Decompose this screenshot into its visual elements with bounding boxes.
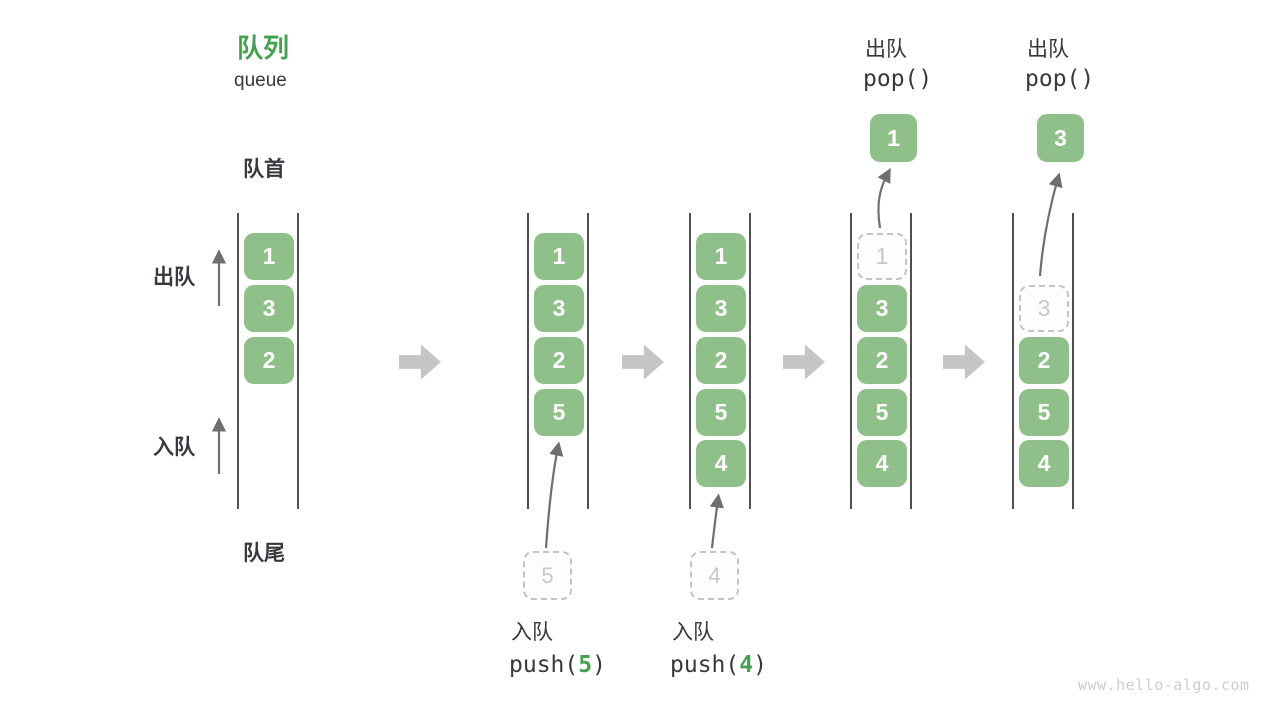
queue-column-state1: 1 3 2 bbox=[237, 213, 299, 509]
figure-title-zh: 队列 bbox=[237, 33, 290, 63]
push4-label: 入队 bbox=[672, 621, 714, 644]
push5-staging-box: 5 bbox=[523, 551, 572, 600]
queue-item: 2 bbox=[1019, 337, 1069, 384]
pop1-label: 出队 bbox=[865, 38, 907, 61]
queue-item: 3 bbox=[244, 285, 294, 332]
queue-item: 4 bbox=[696, 440, 746, 487]
push4-code-pre: push( bbox=[670, 652, 740, 678]
queue-item: 5 bbox=[857, 389, 907, 436]
figure-title-en: queue bbox=[234, 70, 287, 91]
queue-item: 3 bbox=[696, 285, 746, 332]
push5-code: push(5) bbox=[509, 652, 606, 678]
push4-code-post: ) bbox=[753, 652, 767, 678]
push5-label: 入队 bbox=[511, 621, 553, 644]
pop1-result-box: 1 bbox=[870, 114, 917, 162]
queue-rear-label: 队尾 bbox=[243, 542, 285, 565]
watermark: www.hello-algo.com bbox=[1078, 676, 1250, 694]
queue-column-state2: 1 3 2 5 bbox=[527, 213, 589, 509]
pop2-code: pop() bbox=[1025, 66, 1095, 92]
right-block-arrow-icon bbox=[622, 344, 664, 380]
queue-item: 4 bbox=[1019, 440, 1069, 487]
queue-item-ghost: 3 bbox=[1019, 285, 1069, 332]
queue-item: 4 bbox=[857, 440, 907, 487]
side-dequeue-label: 出队 bbox=[153, 266, 195, 289]
queue-item: 2 bbox=[696, 337, 746, 384]
queue-item: 5 bbox=[696, 389, 746, 436]
push4-code-arg: 4 bbox=[739, 652, 754, 678]
pop2-result-box: 3 bbox=[1037, 114, 1084, 162]
queue-item: 3 bbox=[534, 285, 584, 332]
queue-item: 5 bbox=[1019, 389, 1069, 436]
push4-staging-box: 4 bbox=[690, 551, 739, 600]
right-block-arrow-icon bbox=[943, 344, 985, 380]
queue-item: 3 bbox=[857, 285, 907, 332]
queue-front-label: 队首 bbox=[243, 158, 285, 181]
queue-item: 5 bbox=[534, 389, 584, 436]
queue-item: 1 bbox=[534, 233, 584, 280]
pop1-code: pop() bbox=[863, 66, 933, 92]
queue-item-ghost: 1 bbox=[857, 233, 907, 280]
queue-item: 2 bbox=[534, 337, 584, 384]
queue-item: 2 bbox=[857, 337, 907, 384]
pop2-label: 出队 bbox=[1027, 38, 1069, 61]
side-enqueue-label: 入队 bbox=[153, 436, 195, 459]
push5-code-arg: 5 bbox=[578, 652, 593, 678]
push4-code: push(4) bbox=[670, 652, 767, 678]
right-block-arrow-icon bbox=[399, 344, 441, 380]
queue-item: 2 bbox=[244, 337, 294, 384]
push5-code-post: ) bbox=[592, 652, 606, 678]
right-block-arrow-icon bbox=[783, 344, 825, 380]
queue-item: 1 bbox=[244, 233, 294, 280]
queue-item: 1 bbox=[696, 233, 746, 280]
push5-code-pre: push( bbox=[509, 652, 579, 678]
